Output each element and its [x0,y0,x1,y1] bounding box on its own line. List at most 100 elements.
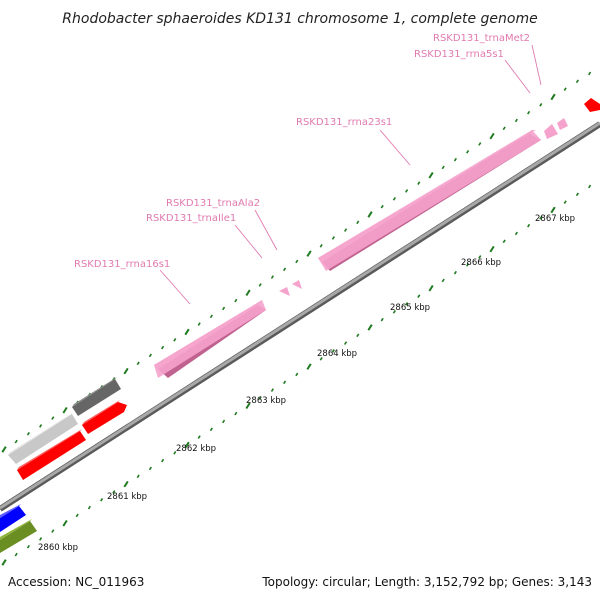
tick-mark [14,439,18,444]
tick-mark [51,529,55,533]
label-trnamet2[interactable]: RSKD131_trnaMet2 [433,33,530,44]
trnaala2-feature[interactable] [292,280,302,289]
tick-mark [502,126,506,131]
tick-mark [527,223,531,228]
tick-mark [283,267,287,272]
tick-mark [453,157,457,162]
tick-mark [123,480,129,488]
tick-mark [539,102,543,107]
tick-mark [270,388,274,392]
trnaile1-feature[interactable] [279,287,290,296]
tick-mark [1,446,7,453]
tick-mark [51,416,55,420]
tick-mark [527,110,531,115]
tick-mark [136,474,140,479]
cds-gray-light-feature[interactable] [8,412,78,464]
tick-mark [26,544,30,549]
tick-mark [184,441,190,449]
rrna5s-feature[interactable] [544,124,558,139]
tick-mark [209,427,213,432]
tick-mark [550,206,556,214]
tick-mark [75,513,79,518]
tick-mark [148,353,152,358]
tick-mark [39,537,43,541]
tick-mark [539,215,543,220]
cds-blue-feature[interactable] [0,504,26,532]
genome-summary-text: Topology: circular; Length: 3,152,792 bp… [261,575,592,589]
tick-mark [344,228,348,232]
tick-mark [478,142,482,146]
tick-mark [575,79,579,84]
tick-mark [283,380,287,385]
tick-mark [331,236,335,240]
tick-mark [502,239,506,244]
label-trnaala2[interactable]: RSKD131_trnaAla2 [166,198,260,209]
kbp-label-2864: 2864 kbp [317,349,357,359]
tick-mark [197,435,201,439]
cds-red-feature-2[interactable] [82,400,127,434]
tick-mark [209,314,213,319]
tick-mark [222,419,226,424]
label-rrna5s1[interactable]: RSKD131_rrna5s1 [414,49,504,60]
tick-mark [367,211,373,218]
tick-mark [100,497,104,502]
tick-mark [234,298,238,303]
tick-mark [331,349,335,353]
tick-mark [417,294,421,298]
map-title: Rhodobacter sphaeroides KD131 chromosome… [62,11,537,27]
trnamet2-feature[interactable] [557,118,568,130]
tick-mark [417,181,421,185]
tick-mark [344,341,348,345]
tick-mark [173,450,177,455]
tick-mark [392,196,396,201]
tick-mark [245,402,251,410]
tick-mark [245,289,251,297]
label-trnaile1[interactable]: RSKD131_trnaIle1 [146,213,236,224]
tick-mark [478,255,482,259]
tick-mark [62,519,68,527]
tick-mark [173,337,177,342]
label-rrna23s1[interactable]: RSKD131_rrna23s1 [296,117,392,128]
tick-mark [184,328,190,336]
tick-mark [428,284,434,292]
feature-track [0,98,600,553]
cds-gray-dark-feature[interactable] [72,377,121,416]
kbp-label-2862: 2862 kbp [176,444,216,454]
tick-mark [197,322,201,326]
tick-marks [1,71,592,566]
tick-mark [550,93,556,101]
tick-mark [514,118,518,123]
tick-mark [514,231,518,236]
tick-mark [112,490,116,494]
rrna23s-feature[interactable] [318,130,541,271]
cds-green-feature[interactable] [0,519,37,553]
cds-red-feature-1[interactable] [17,429,86,480]
tick-mark [14,552,18,557]
tick-mark [1,559,7,566]
tick-mark [453,270,457,275]
tick-mark [356,333,360,338]
tick-mark [123,367,129,375]
tick-mark [136,361,140,366]
tick-mark [380,204,384,209]
tick-mark [26,431,30,436]
tick-mark [563,87,567,91]
tick-mark [380,317,384,322]
feature-labels: RSKD131_trnaMet2 RSKD131_rrna5s1 RSKD131… [74,33,542,305]
tick-mark [234,411,238,416]
tick-mark [258,396,262,400]
genome-backbone [0,121,600,512]
tick-mark [39,424,43,428]
kbp-scale: 2860 kbp 2861 kbp 2862 kbp 2863 kbp 2864… [38,214,575,553]
tick-mark [563,200,567,204]
tick-mark [405,302,409,306]
tick-mark [306,363,312,370]
cds-red-feature-top[interactable] [584,98,600,112]
tick-mark [575,192,579,197]
tick-mark [466,149,470,154]
rrna16s-feature[interactable] [154,300,266,378]
tick-mark [87,505,91,510]
label-rrna16s1[interactable]: RSKD131_rrna16s1 [74,259,170,270]
tick-mark [356,220,360,225]
tick-mark [222,306,226,311]
